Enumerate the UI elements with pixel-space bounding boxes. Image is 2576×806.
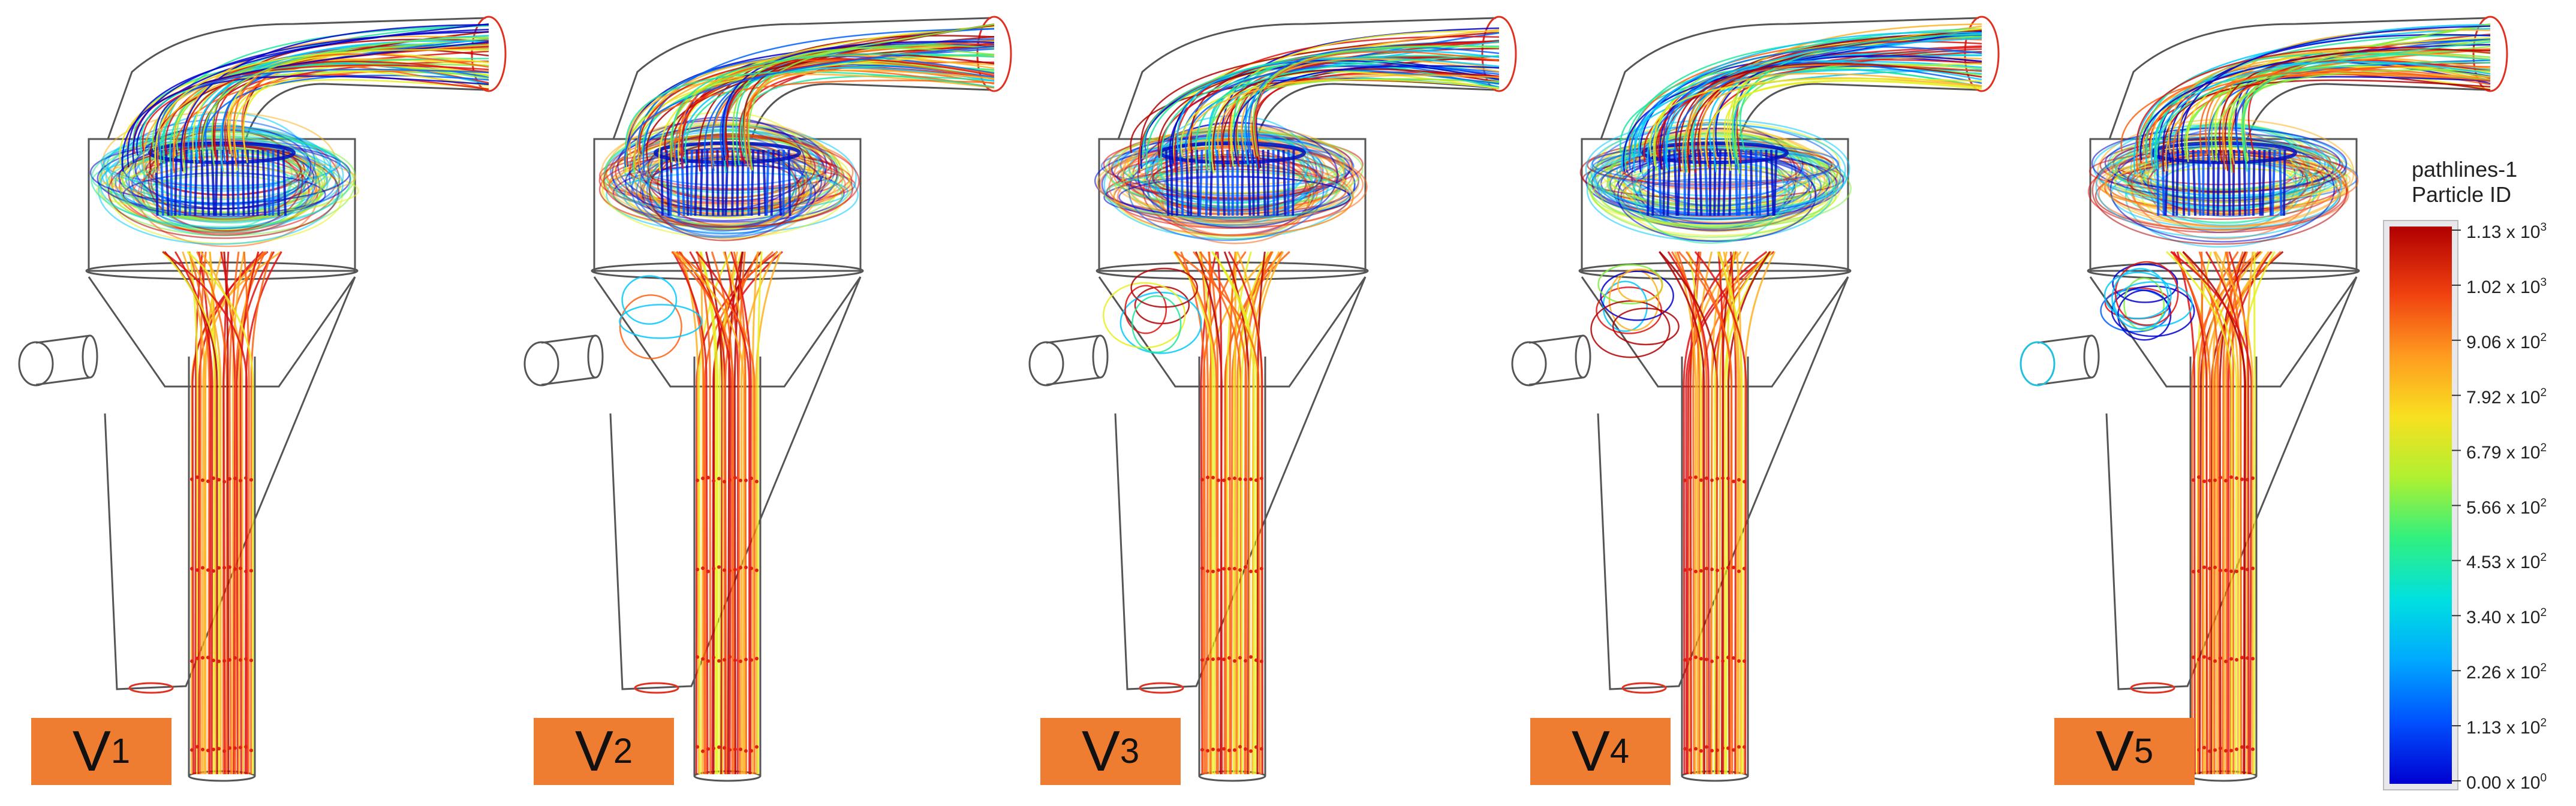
colorbar — [2383, 220, 2461, 790]
tick-mantissa: 4.53 x 10 — [2466, 553, 2541, 573]
colorbar-tick-label: 3.40 x 102 — [2466, 607, 2547, 627]
cyclone-housing-outline — [18, 16, 507, 782]
variant-index: 3 — [1120, 732, 1140, 771]
colorbar-tick-label: 2.26 x 102 — [2466, 662, 2547, 682]
variant-index: 2 — [613, 732, 633, 771]
tick-exponent: 2 — [2540, 717, 2547, 730]
tick-mantissa: 9.06 x 10 — [2466, 332, 2541, 352]
variant-letter: V — [72, 719, 111, 783]
variant-index: 1 — [110, 732, 131, 771]
cyclone-variant-2 — [523, 16, 1012, 782]
colorbar-tick-label: 1.02 x 103 — [2466, 277, 2547, 297]
tick-mantissa: 3.40 x 10 — [2466, 608, 2541, 628]
colorbar-tick-label: 5.66 x 102 — [2466, 497, 2547, 517]
legend-title-line2: Particle ID — [2412, 182, 2512, 207]
legend-title-line1: pathlines-1 — [2412, 157, 2518, 182]
tick-exponent: 2 — [2540, 496, 2547, 509]
tick-exponent: 2 — [2540, 606, 2547, 620]
pathlines — [598, 23, 995, 775]
colorbar-tick-label: 6.79 x 102 — [2466, 442, 2547, 462]
tick-exponent: 3 — [2540, 221, 2547, 234]
colorbar-tick-label: 0.00 x 100 — [2466, 772, 2547, 792]
variant-letter: V — [2095, 719, 2134, 783]
cyclone-variant-5 — [2020, 16, 2508, 782]
cyclone-variant-4 — [1511, 16, 2000, 782]
tick-mantissa: 2.26 x 10 — [2466, 663, 2541, 683]
pathlines — [2087, 23, 2491, 775]
tick-exponent: 2 — [2540, 441, 2547, 454]
variant-index: 4 — [1609, 732, 1630, 771]
colorbar-tick-label: 9.06 x 102 — [2466, 332, 2547, 352]
tick-mantissa: 0.00 x 10 — [2466, 773, 2541, 793]
variant-letter: V — [1571, 719, 1610, 783]
cyclone-variant-3 — [1028, 16, 1517, 782]
legend-title: pathlines-1 Particle ID — [2412, 157, 2517, 207]
colorbar-tick-label: 7.92 x 102 — [2466, 387, 2547, 407]
tick-exponent: 0 — [2540, 772, 2547, 784]
pathlines — [1579, 23, 1982, 775]
tick-exponent: 2 — [2540, 386, 2547, 399]
colorbar-tick-label: 1.13 x 102 — [2466, 717, 2547, 737]
cyclone-housing-outline — [523, 16, 1012, 782]
cyclone-variant-1 — [18, 16, 507, 782]
variant-letter: V — [1081, 719, 1120, 783]
pathlines — [1094, 27, 1500, 775]
tick-exponent: 2 — [2540, 551, 2547, 564]
tick-exponent: 2 — [2540, 662, 2547, 675]
tick-mantissa: 6.79 x 10 — [2466, 442, 2541, 463]
tick-mantissa: 1.13 x 10 — [2466, 222, 2541, 242]
colorbar-tick-label: 4.53 x 102 — [2466, 552, 2547, 572]
tick-mantissa: 1.13 x 10 — [2466, 718, 2541, 738]
tick-exponent: 3 — [2540, 276, 2547, 289]
tick-mantissa: 5.66 x 10 — [2466, 497, 2541, 518]
tick-exponent: 2 — [2540, 331, 2547, 344]
pathlines — [89, 23, 489, 775]
variant-index: 5 — [2133, 732, 2154, 771]
colorbar-tick-label: 1.13 x 103 — [2466, 222, 2547, 242]
colorbar-gradient — [2390, 227, 2452, 784]
tick-mantissa: 7.92 x 10 — [2466, 387, 2541, 407]
variant-letter: V — [574, 719, 613, 783]
tick-mantissa: 1.02 x 10 — [2466, 277, 2541, 297]
